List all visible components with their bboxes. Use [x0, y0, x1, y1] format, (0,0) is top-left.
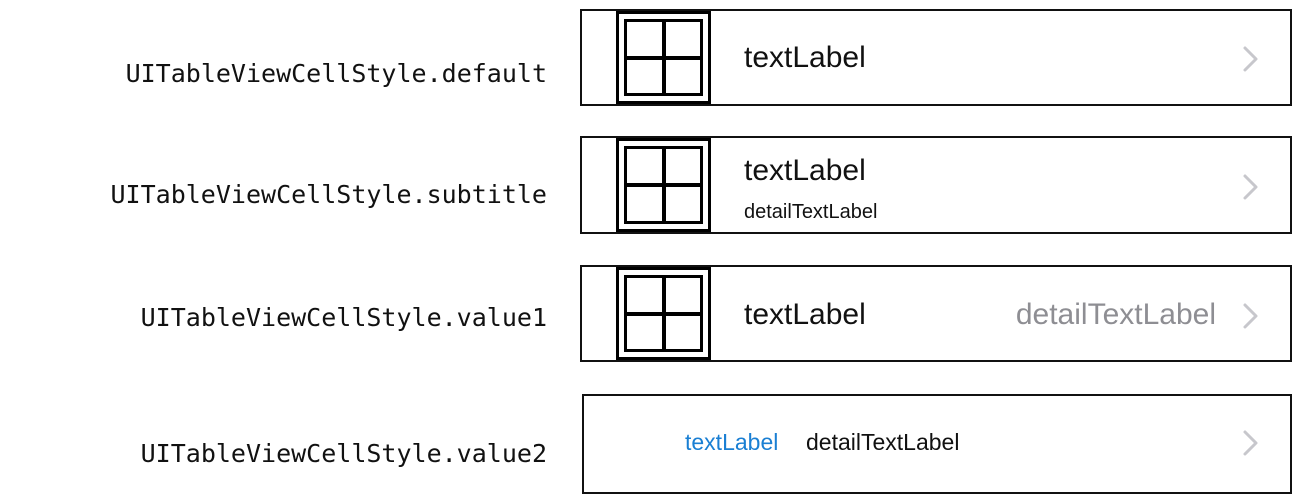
chevron-right-icon[interactable]: [1240, 45, 1262, 73]
image-view-icon: [616, 267, 711, 360]
detail-text-label: detailTextLabel: [806, 429, 960, 455]
style-name-value2: UITableViewCellStyle.value2: [140, 439, 547, 468]
text-label: textLabel: [744, 41, 866, 74]
image-view-icon: [616, 138, 711, 232]
text-label: textLabel: [744, 154, 866, 187]
chevron-right-icon[interactable]: [1240, 302, 1262, 330]
style-name-subtitle: UITableViewCellStyle.subtitle: [110, 180, 548, 209]
image-view-icon: [616, 11, 711, 104]
chevron-right-icon[interactable]: [1240, 173, 1262, 201]
chevron-right-icon[interactable]: [1240, 429, 1262, 457]
detail-text-label: detailTextLabel: [1015, 298, 1216, 331]
table-cell-value2[interactable]: textLabel detailTextLabel: [582, 394, 1292, 494]
detail-text-label: detailTextLabel: [744, 201, 878, 223]
style-name-default: UITableViewCellStyle.default: [125, 59, 547, 88]
text-label: textLabel: [744, 298, 866, 331]
text-label: textLabel: [685, 429, 779, 455]
style-name-value1: UITableViewCellStyle.value1: [140, 303, 547, 332]
table-cell-value1[interactable]: textLabel detailTextLabel: [580, 265, 1292, 362]
table-cell-default[interactable]: textLabel: [580, 9, 1292, 106]
table-cell-subtitle[interactable]: textLabel detailTextLabel: [580, 136, 1292, 234]
